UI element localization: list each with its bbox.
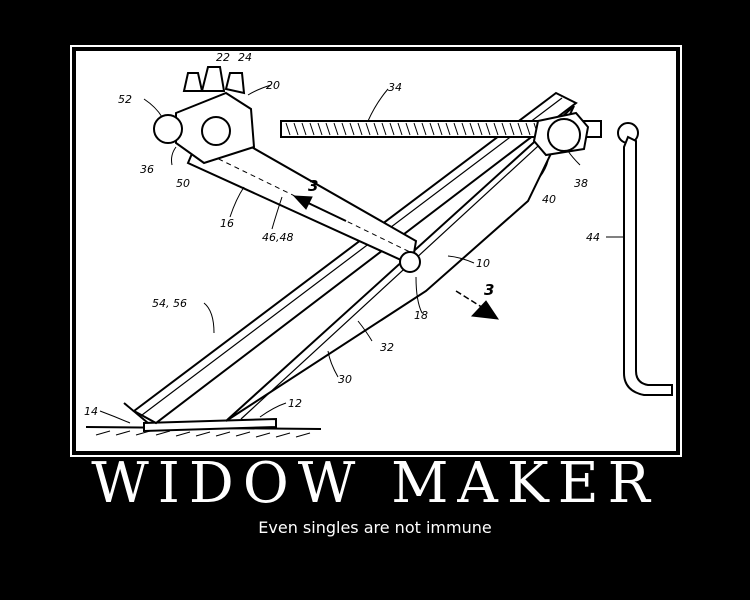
screw-rod — [280, 120, 602, 138]
ref-14: 14 — [84, 405, 98, 418]
pivot-pin — [399, 251, 421, 273]
ref-34: 34 — [388, 81, 402, 94]
leader-lines — [99, 84, 624, 424]
poster-frame: 52 22 24 20 34 36 50 16 46,48 3 38 40 44… — [70, 45, 682, 457]
ref-44: 44 — [586, 231, 600, 244]
ref-10: 10 — [476, 257, 490, 270]
ref-3-upper: 3 — [308, 177, 318, 195]
ref-16: 16 — [220, 217, 234, 230]
crank-handle — [623, 135, 673, 396]
ref-22: 22 — [216, 51, 230, 64]
ref-52: 52 — [118, 93, 132, 106]
ref-20: 20 — [266, 79, 280, 92]
base-plate — [123, 402, 277, 433]
ref-54-56: 54, 56 — [152, 297, 187, 310]
poster-title: WIDOW MAKER — [91, 451, 659, 516]
scissor-jack-illustration: 52 22 24 20 34 36 50 16 46,48 3 38 40 44… — [84, 51, 673, 438]
ref-24: 24 — [238, 51, 252, 64]
direction-arrow-upper — [292, 195, 347, 222]
patent-drawing: 52 22 24 20 34 36 50 16 46,48 3 38 40 44… — [76, 51, 676, 451]
ref-12: 12 — [288, 397, 302, 410]
direction-arrow-lower — [455, 290, 500, 320]
ref-46-48: 46,48 — [262, 231, 294, 244]
ref-36: 36 — [140, 163, 154, 176]
ref-38: 38 — [574, 177, 588, 190]
ref-18: 18 — [414, 309, 428, 322]
ref-30: 30 — [338, 373, 352, 386]
ref-3-lower: 3 — [484, 281, 494, 299]
ref-40: 40 — [542, 193, 556, 206]
ref-32: 32 — [380, 341, 394, 354]
ref-50: 50 — [176, 177, 190, 190]
pivot-nut — [532, 111, 639, 157]
head-block — [153, 66, 256, 165]
poster-subtitle: Even singles are not immune — [258, 518, 492, 537]
